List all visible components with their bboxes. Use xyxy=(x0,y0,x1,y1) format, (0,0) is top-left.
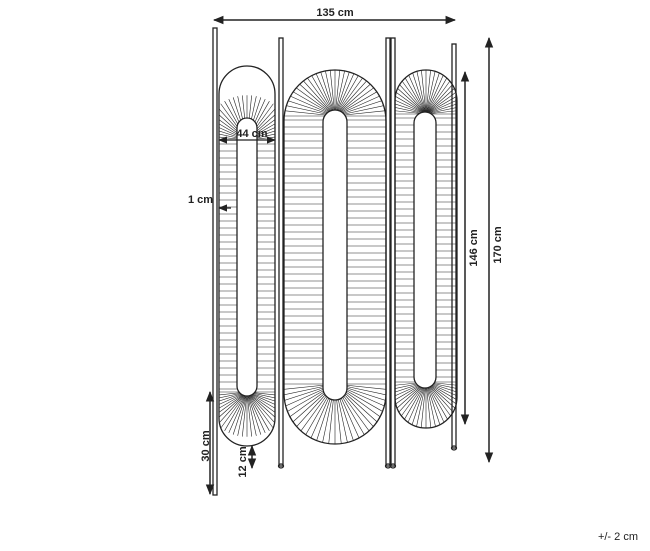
dim-total-height-label: 170 cm xyxy=(492,226,504,264)
dimension-frame-gap: 1 cm xyxy=(188,194,231,212)
dimension-total-height: 170 cm xyxy=(484,36,504,464)
panel-center xyxy=(283,69,387,445)
dimension-total-width: 135 cm xyxy=(212,7,457,25)
dimension-leg-height: 30 cm xyxy=(200,390,215,496)
dimension-panel-height: 146 cm xyxy=(460,70,480,426)
dim-total-width-label: 135 cm xyxy=(316,7,354,19)
dim-panel-width-label: 44 cm xyxy=(236,128,267,140)
dimension-panel-width: 44 cm xyxy=(218,128,276,144)
dimension-foot-height: 12 cm xyxy=(237,444,257,478)
foot xyxy=(389,463,397,469)
pole-left-inner xyxy=(278,37,284,467)
pole-right-outer xyxy=(451,43,457,449)
pole-left-outer xyxy=(212,27,218,496)
tolerance-note: +/- 2 cm xyxy=(597,531,638,543)
dim-panel-height-label: 146 cm xyxy=(468,229,480,267)
dim-foot-height-label: 12 cm xyxy=(237,446,249,477)
dim-frame-gap-label: 1 cm xyxy=(188,194,213,206)
panel-right xyxy=(394,69,458,429)
dim-leg-height-label: 30 cm xyxy=(200,430,212,461)
foot xyxy=(450,445,458,451)
foot xyxy=(277,463,285,469)
